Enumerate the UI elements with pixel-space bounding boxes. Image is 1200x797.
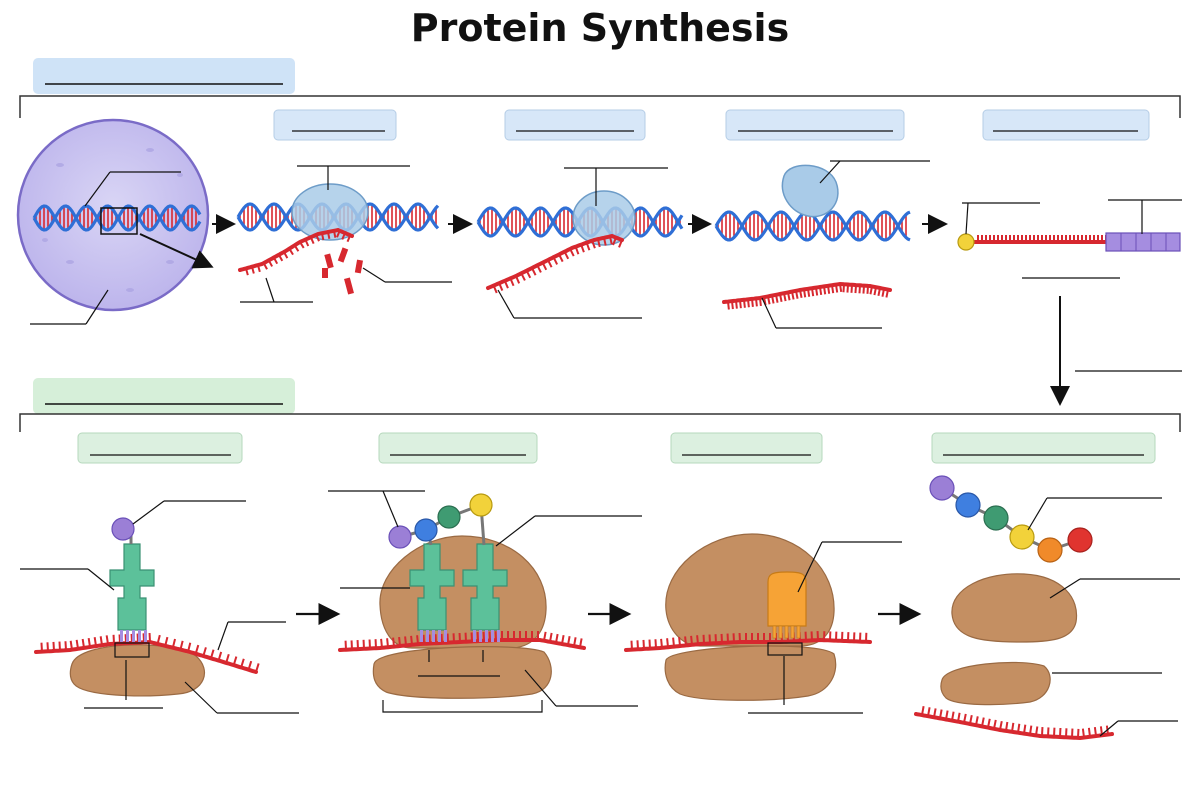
translation-bracket [19, 413, 1181, 432]
transcription-step-3-box [725, 109, 905, 141]
translation-step-2-box [378, 432, 538, 464]
transcription-step-2-box [504, 109, 646, 141]
mrna-translation-2 [338, 631, 586, 652]
mrna-backbone [486, 233, 624, 290]
transcription-step-4-box [982, 109, 1150, 141]
released-mrna-translation [914, 706, 1114, 741]
mrna-backbone [624, 637, 872, 652]
free-nucleotides [322, 247, 363, 295]
transcription-bracket [19, 95, 1181, 118]
mrna-backbone [238, 227, 354, 272]
released-small-subunit [940, 661, 1051, 706]
translation-step-1-box [77, 432, 243, 464]
large-subunit-3 [665, 533, 835, 647]
dna-backbone [32, 204, 202, 232]
mrna-backbone [914, 712, 1114, 741]
small-subunit-3 [664, 645, 837, 701]
small-subunit-2 [372, 646, 552, 699]
mrna-backbone [338, 638, 586, 652]
large-subunit-2 [379, 535, 547, 649]
stop-codon-box [767, 642, 803, 656]
diagram-title: Protein Synthesis [410, 6, 790, 50]
released-mrna [722, 281, 892, 310]
processed-mrna [972, 235, 1108, 244]
five-prime-cap [957, 233, 975, 251]
translation-section-header [33, 378, 295, 414]
mrna-backbone [34, 639, 258, 674]
initiator-trna [109, 543, 155, 642]
released-large-subunit [951, 573, 1078, 643]
poly-a-tail [1105, 232, 1181, 252]
rna-polymerase-1 [291, 183, 369, 241]
mrna-translation-3 [624, 631, 872, 652]
start-codon-box [114, 642, 150, 658]
trna-a-site [462, 543, 508, 642]
zoom-arrow [139, 233, 214, 269]
dna-backbone [714, 210, 911, 242]
mrna-translation-1 [34, 632, 260, 674]
amino-acid-1 [111, 517, 135, 541]
zoom-box [100, 207, 138, 235]
released-polypeptide [929, 475, 1093, 563]
mrna-backbone [722, 281, 892, 304]
mrna-stage-2 [486, 233, 624, 294]
transcription-step-1-box [273, 109, 397, 141]
rna-polymerase-2 [572, 190, 636, 246]
dna-backbone [32, 204, 202, 232]
trna-p-site [409, 543, 455, 642]
small-subunit-1 [69, 644, 206, 697]
growing-chain-2 [388, 493, 493, 549]
translation-step-3-box [670, 432, 823, 464]
nucleus [16, 118, 210, 312]
transcription-section-header [33, 58, 295, 94]
dna-in-nucleus [32, 204, 202, 232]
mrna-stage-1 [238, 227, 354, 276]
translation-step-4-box [931, 432, 1156, 464]
release-factor [767, 571, 807, 639]
